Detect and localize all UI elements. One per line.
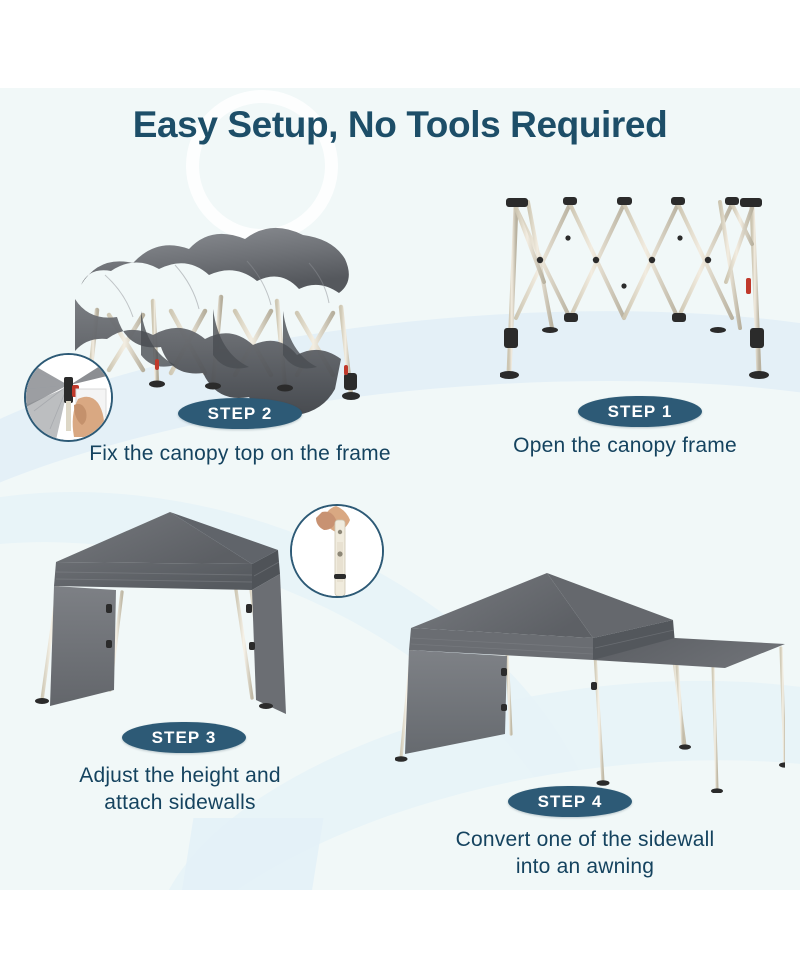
step-4-caption-line-1: Convert one of the sidewall: [455, 828, 715, 851]
step-3-badge: STEP 3: [122, 722, 246, 753]
step-1-badge: STEP 1: [578, 396, 702, 427]
step2-inset-circle: [24, 353, 113, 442]
step-2-caption: Fix the canopy top on the frame: [89, 442, 391, 465]
step-4-caption-line-2: into an awning: [515, 855, 655, 878]
step4-illustration: [395, 573, 785, 793]
step2-illustration: [75, 227, 360, 415]
step-2-badge: STEP 2: [178, 398, 302, 429]
step-1-caption: Open the canopy frame: [513, 434, 737, 457]
step3-inset-circle: [290, 504, 384, 598]
step-4-badge: STEP 4: [508, 786, 632, 817]
step-4-caption: Convert one of the sidewall into an awni…: [390, 826, 780, 880]
step3-illustration: [35, 512, 286, 714]
step-3-caption: Adjust the height and attach sidewalls: [20, 762, 340, 816]
step1-illustration: [500, 194, 769, 379]
step-3-caption-line-2: attach sidewalls: [104, 791, 256, 814]
step-3-caption-line-1: Adjust the height and: [79, 764, 281, 787]
page-title: Easy Setup, No Tools Required: [132, 104, 668, 145]
